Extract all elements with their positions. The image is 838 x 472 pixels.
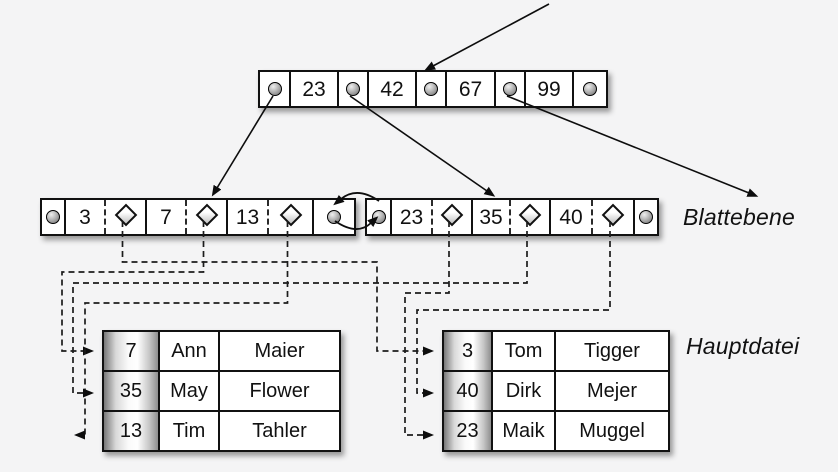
record-lastname: Mejer [554, 370, 670, 412]
leaf-record-ref-cell [509, 200, 549, 234]
record-firstname: Maik [491, 410, 556, 452]
main-file-label: Hauptdatei [686, 333, 800, 359]
leaf-key-cell: 40 [549, 200, 591, 234]
record-pointer-diamond-icon [114, 203, 137, 227]
leaf-record-ref-cell [591, 200, 633, 234]
leaf-key-cell: 13 [226, 200, 267, 234]
root-key-cell: 67 [445, 72, 494, 106]
root-key-cell: 42 [367, 72, 415, 106]
leaf-key: 35 [479, 205, 503, 229]
pointer-circle-icon [639, 210, 653, 224]
root-key: 42 [380, 77, 404, 101]
root-pointer-cell [494, 72, 524, 106]
arrow-root-to-right-leaf [349, 95, 496, 197]
record-key: 7 [102, 330, 160, 372]
leaf-record-ref-cell [104, 200, 145, 234]
pointer-circle-icon [503, 82, 517, 96]
root-key: 99 [537, 77, 561, 101]
leaf-key-cell: 7 [145, 200, 185, 234]
record-key: 23 [442, 410, 493, 452]
record-firstname: Tim [158, 410, 220, 452]
table-row: 3 Tom Tigger [442, 330, 670, 372]
main-file-table-right: 3 Tom Tigger 40 Dirk Mejer 23 Maik Mugge… [442, 330, 670, 452]
root-pointer-cell [572, 72, 606, 106]
record-pointer-diamond-icon [601, 203, 625, 227]
record-lastname: Tigger [554, 330, 670, 372]
record-firstname: Tom [491, 330, 556, 372]
leaf-pointer-cell [633, 200, 657, 234]
root-node: 23 42 67 99 [258, 70, 608, 108]
record-pointer-diamond-icon [279, 203, 302, 227]
pointer-circle-icon [46, 210, 60, 224]
root-pointer-cell [337, 72, 367, 106]
arrow-root-to-left-leaf [211, 95, 274, 197]
table-row: 35 May Flower [102, 370, 341, 412]
root-key: 67 [458, 77, 483, 101]
leaf-key-cell: 3 [64, 200, 104, 234]
root-pointer-cell [260, 72, 289, 106]
root-key: 23 [302, 77, 326, 101]
record-key: 13 [102, 410, 160, 452]
root-key-cell: 99 [524, 72, 572, 106]
record-pointer-diamond-icon [195, 203, 218, 227]
pointer-circle-icon [583, 82, 597, 96]
leaf-level-label: Blattebene [683, 204, 795, 230]
arrow-into-root [424, 3, 550, 71]
record-firstname: Dirk [491, 370, 556, 412]
record-firstname: May [158, 370, 220, 412]
record-lastname: Tahler [218, 410, 341, 452]
leaf-key: 13 [235, 205, 260, 229]
leaf-key-cell: 35 [471, 200, 509, 234]
pointer-circle-icon [327, 210, 341, 224]
leaf-pointer-cell [367, 200, 390, 234]
leaf-node-right: 23 35 40 [365, 198, 659, 236]
main-file-table-left: 7 Ann Maier 35 May Flower 13 Tim Tahler [102, 330, 341, 452]
record-lastname: Flower [218, 370, 341, 412]
leaf-key: 23 [399, 205, 424, 229]
leaf-pointer-cell [312, 200, 354, 234]
root-pointer-cell [415, 72, 445, 106]
arrow-root-to-offscreen-leaf [506, 95, 759, 197]
pointer-circle-icon [267, 82, 282, 96]
record-key: 3 [442, 330, 493, 372]
record-pointer-diamond-icon [440, 203, 464, 227]
leaf-record-ref-cell [431, 200, 471, 234]
record-key: 35 [102, 370, 160, 412]
leaf-key: 3 [79, 205, 91, 229]
leaf-node-left: 3 7 13 [40, 198, 356, 236]
record-pointer-diamond-icon [518, 203, 542, 227]
pointer-circle-icon [346, 82, 360, 96]
record-lastname: Muggel [554, 410, 670, 452]
leaf-key-cell: 23 [390, 200, 431, 234]
leaf-key: 40 [559, 205, 583, 229]
record-key: 40 [442, 370, 493, 412]
root-key-cell: 23 [289, 72, 337, 106]
leaf-pointer-cell [42, 200, 64, 234]
record-firstname: Ann [158, 330, 220, 372]
table-row: 23 Maik Muggel [442, 410, 670, 452]
record-lastname: Maier [218, 330, 341, 372]
table-row: 7 Ann Maier [102, 330, 341, 372]
pointer-circle-icon [371, 210, 386, 224]
leaf-record-ref-cell [185, 200, 226, 234]
table-row: 13 Tim Tahler [102, 410, 341, 452]
table-row: 40 Dirk Mejer [442, 370, 670, 412]
leaf-record-ref-cell [267, 200, 312, 234]
leaf-key: 7 [160, 205, 172, 229]
pointer-circle-icon [424, 82, 438, 96]
